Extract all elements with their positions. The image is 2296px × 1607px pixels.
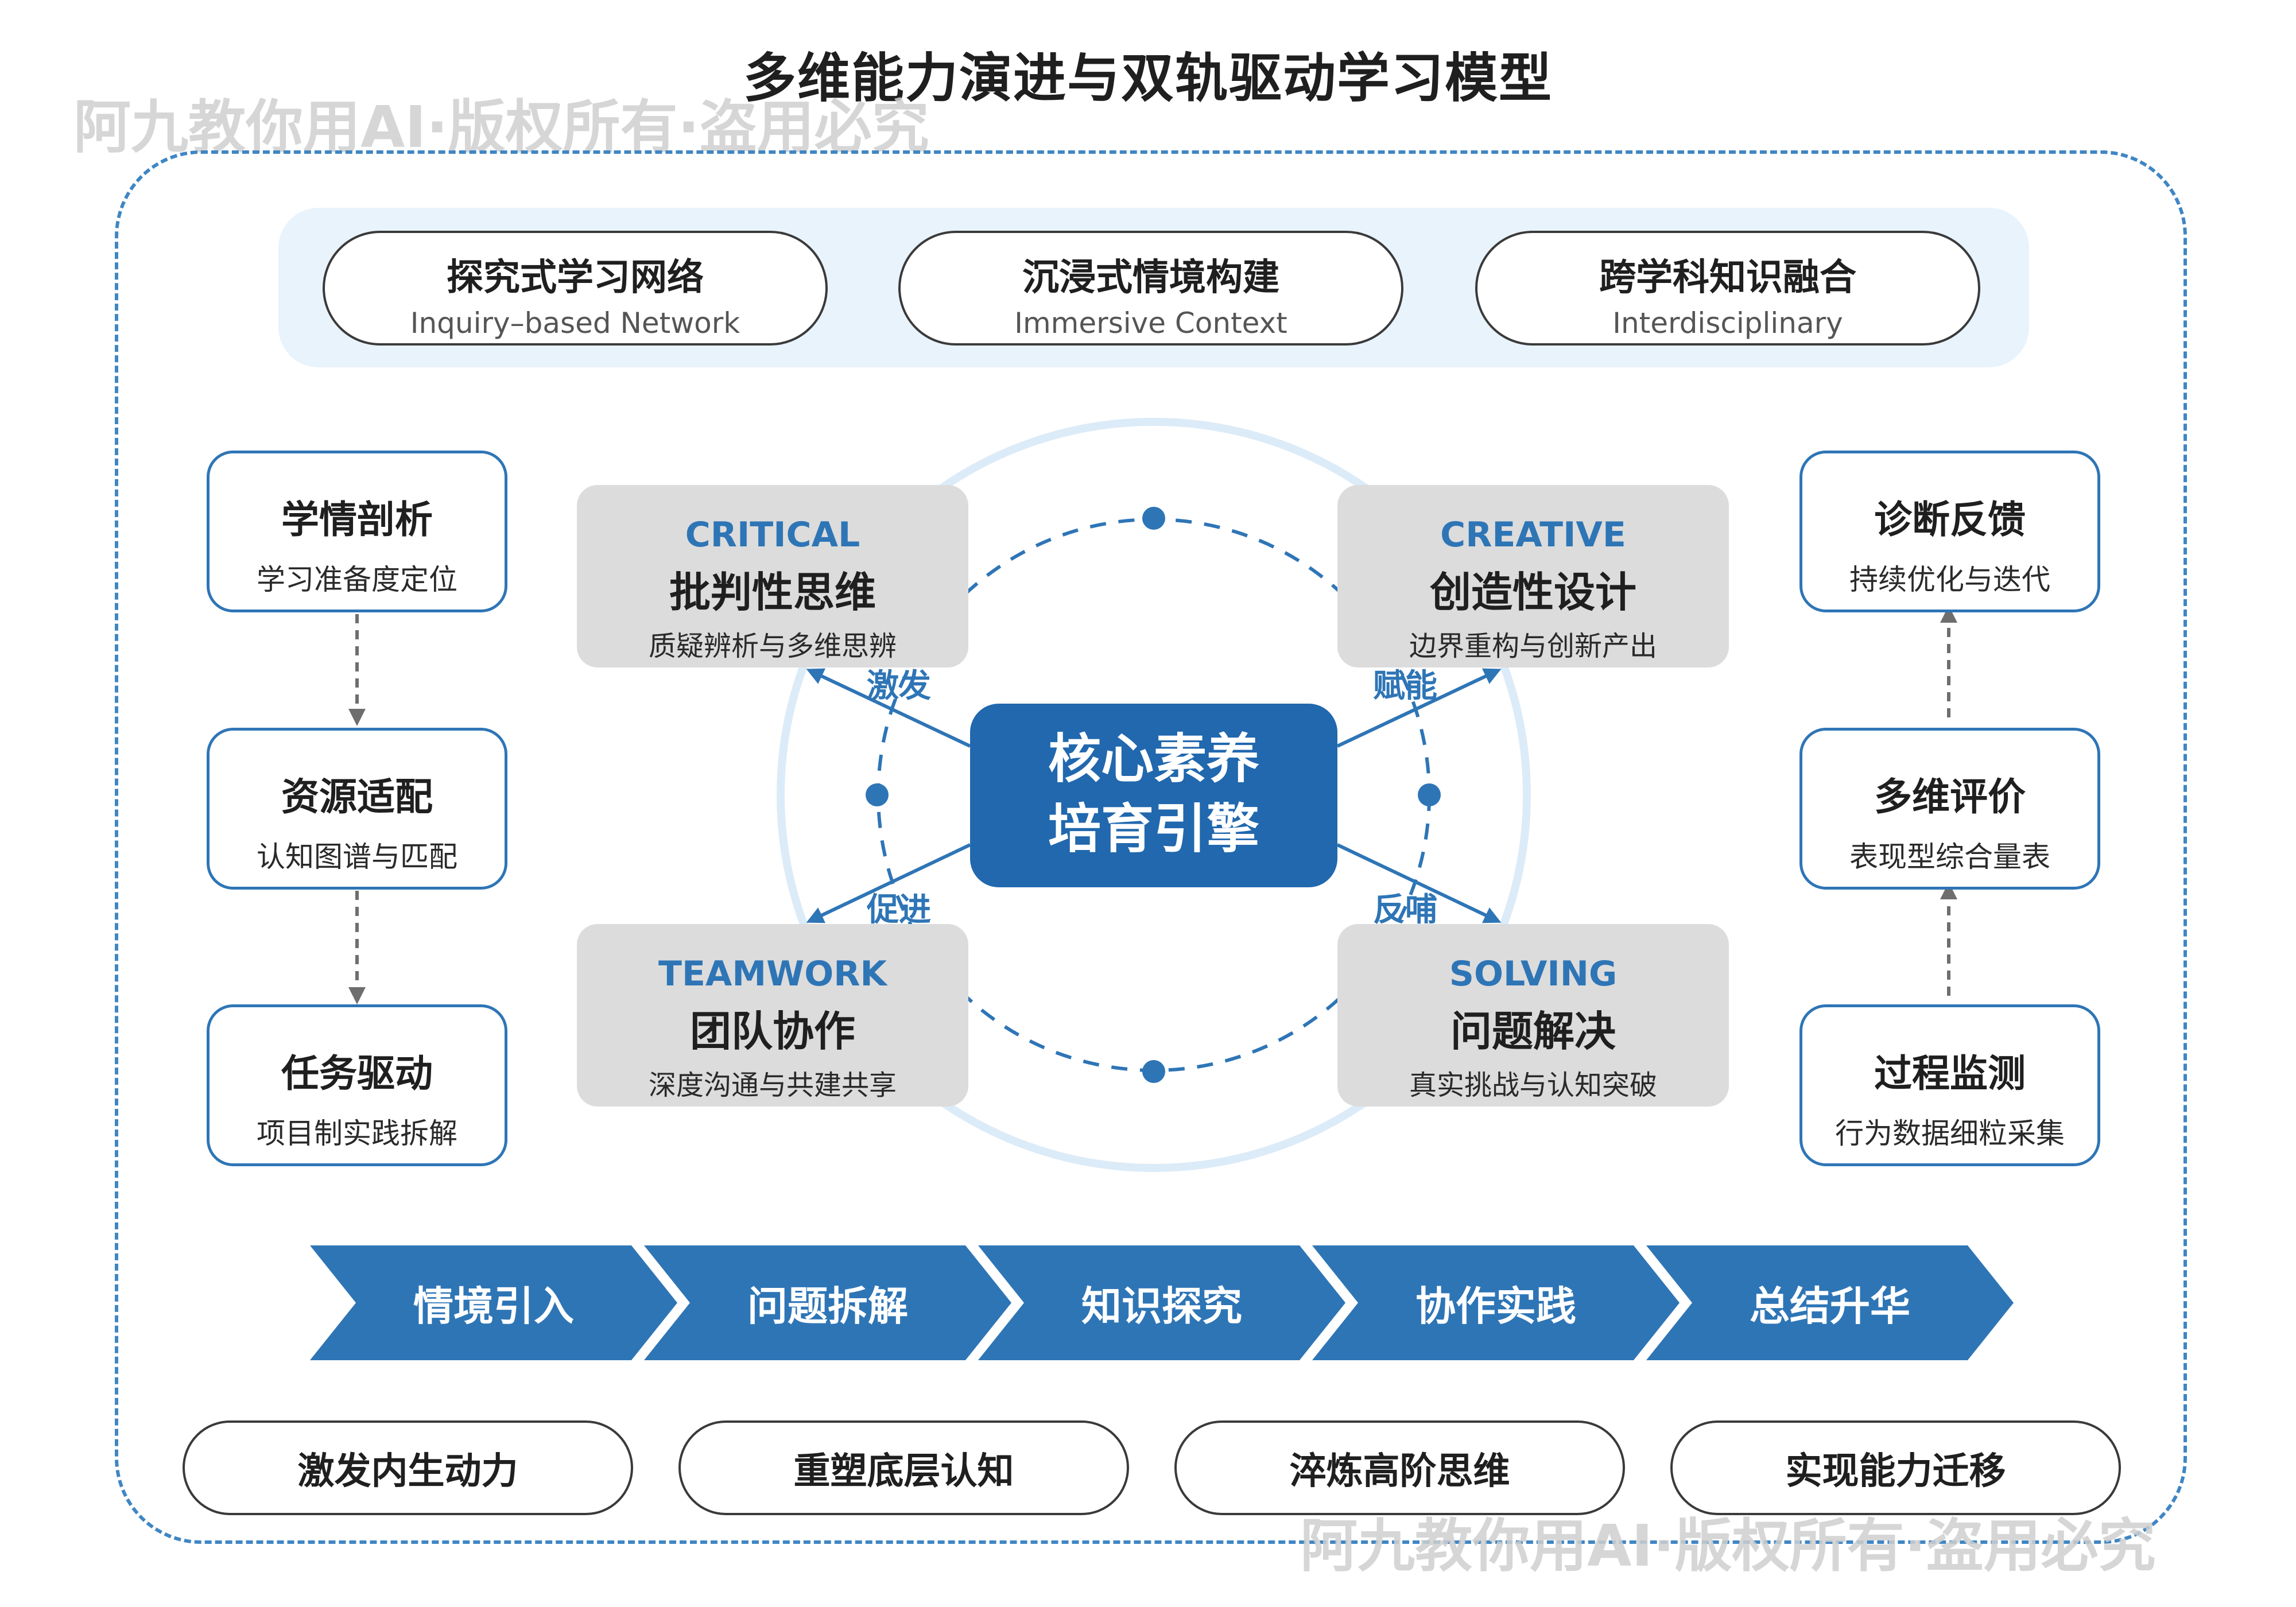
arrow-to-creative xyxy=(1336,668,1502,748)
pill-title: 探究式学习网络 xyxy=(447,257,704,299)
left-card-analysis: 学情剖析 学习准备度定位 xyxy=(207,451,507,612)
quadrant-subtitle: 真实挑战与认知突破 xyxy=(1409,1069,1657,1101)
process-step-4: 协作实践 xyxy=(1312,1245,1680,1360)
left-card-task: 任务驱动 项目制实践拆解 xyxy=(207,1004,507,1166)
card-subtitle: 行为数据细粒采集 xyxy=(1835,1117,2065,1150)
ring-node-right xyxy=(1418,783,1441,806)
quadrant-cn-label: 创造性设计 xyxy=(1429,568,1636,616)
pill-subtitle: Inquiry–based Network xyxy=(410,306,740,340)
core-engine: 核心素养 培育引擎 xyxy=(970,704,1337,887)
quadrant-critical: CRITICAL 批判性思维 质疑辨析与多维思辨 xyxy=(577,485,968,667)
arrow-label-empower: 赋能 xyxy=(1373,667,1437,705)
quadrant-cn-label: 问题解决 xyxy=(1450,1007,1616,1055)
quadrant-subtitle: 深度沟通与共建共享 xyxy=(648,1069,897,1101)
watermark-top: 阿九教你用AI·版权所有·盗用必究 xyxy=(73,94,929,161)
quadrant-en-label: SOLVING xyxy=(1449,954,1618,994)
card-title: 诊断反馈 xyxy=(1874,498,2026,542)
quadrant-cn-label: 批判性思维 xyxy=(669,568,876,616)
quadrant-en-label: CREATIVE xyxy=(1440,515,1626,555)
card-subtitle: 认知图谱与匹配 xyxy=(257,840,457,874)
card-title: 资源适配 xyxy=(281,775,433,819)
arrow-to-solving xyxy=(1336,843,1502,923)
ring-node-bottom xyxy=(1142,1060,1165,1083)
card-subtitle: 持续优化与迭代 xyxy=(1849,563,2050,596)
right-card-feedback: 诊断反馈 持续优化与迭代 xyxy=(1799,451,2100,612)
card-title: 过程监测 xyxy=(1874,1051,2026,1096)
card-title: 任务驱动 xyxy=(281,1051,433,1096)
arrow-label-promote: 促进 xyxy=(867,891,931,929)
process-step-5: 总结升华 xyxy=(1646,1245,2014,1360)
outcome-pill-2: 重塑底层认知 xyxy=(678,1420,1129,1515)
process-step-1: 情境引入 xyxy=(310,1245,677,1360)
right-card-monitoring: 过程监测 行为数据细粒采集 xyxy=(1799,1004,2100,1166)
outer-frame xyxy=(115,150,2187,1544)
arrow-label-inspire: 激发 xyxy=(867,667,931,705)
quadrant-cn-label: 团队协作 xyxy=(689,1007,855,1055)
diagram-title: 多维能力演进与双轨驱动学习模型 xyxy=(743,48,1553,109)
top-pill-immersive: 沉浸式情境构建 Immersive Context xyxy=(898,231,1403,346)
pill-title: 跨学科知识融合 xyxy=(1599,257,1856,299)
quadrant-en-label: TEAMWORK xyxy=(658,954,887,994)
quadrant-subtitle: 质疑辨析与多维思辨 xyxy=(648,630,897,662)
core-line-1: 核心素养 xyxy=(1048,728,1259,790)
quadrant-creative: CREATIVE 创造性设计 边界重构与创新产出 xyxy=(1337,485,1729,667)
quadrant-en-label: CRITICAL xyxy=(685,515,860,555)
process-step-3: 知识探究 xyxy=(978,1245,1345,1360)
outcome-pill-4: 实现能力迁移 xyxy=(1670,1420,2121,1515)
pill-title: 沉浸式情境构建 xyxy=(1022,257,1279,299)
pill-subtitle: Immersive Context xyxy=(1014,306,1287,340)
process-step-2: 问题拆解 xyxy=(644,1245,1011,1360)
card-subtitle: 学习准备度定位 xyxy=(257,563,457,596)
left-card-resources: 资源适配 认知图谱与匹配 xyxy=(207,728,507,890)
card-title: 多维评价 xyxy=(1874,775,2026,819)
outcome-pill-3: 淬炼高阶思维 xyxy=(1174,1420,1625,1515)
watermark-bottom: 阿九教你用AI·版权所有·盗用必究 xyxy=(1300,1512,2156,1579)
ring-node-left xyxy=(866,783,889,806)
quadrant-solving: SOLVING 问题解决 真实挑战与认知突破 xyxy=(1337,924,1729,1107)
arrow-to-critical xyxy=(806,668,971,748)
quadrant-teamwork: TEAMWORK 团队协作 深度沟通与共建共享 xyxy=(577,924,968,1107)
card-title: 学情剖析 xyxy=(281,498,433,542)
top-pill-inquiry: 探究式学习网络 Inquiry–based Network xyxy=(323,231,828,346)
right-card-evaluation: 多维评价 表现型综合量表 xyxy=(1799,728,2100,890)
card-subtitle: 表现型综合量表 xyxy=(1849,840,2050,874)
pill-subtitle: Interdisciplinary xyxy=(1612,306,1843,340)
top-pill-interdisciplinary: 跨学科知识融合 Interdisciplinary xyxy=(1475,231,1980,346)
arrow-to-teamwork xyxy=(806,843,971,923)
card-subtitle: 项目制实践拆解 xyxy=(257,1117,457,1150)
core-line-2: 培育引擎 xyxy=(1048,798,1259,860)
ring-node-top xyxy=(1142,507,1165,530)
arrow-label-feedback: 反哺 xyxy=(1373,891,1437,929)
outcome-pill-1: 激发内生动力 xyxy=(183,1420,633,1515)
quadrant-subtitle: 边界重构与创新产出 xyxy=(1409,630,1657,662)
outer-ring xyxy=(777,418,1531,1172)
